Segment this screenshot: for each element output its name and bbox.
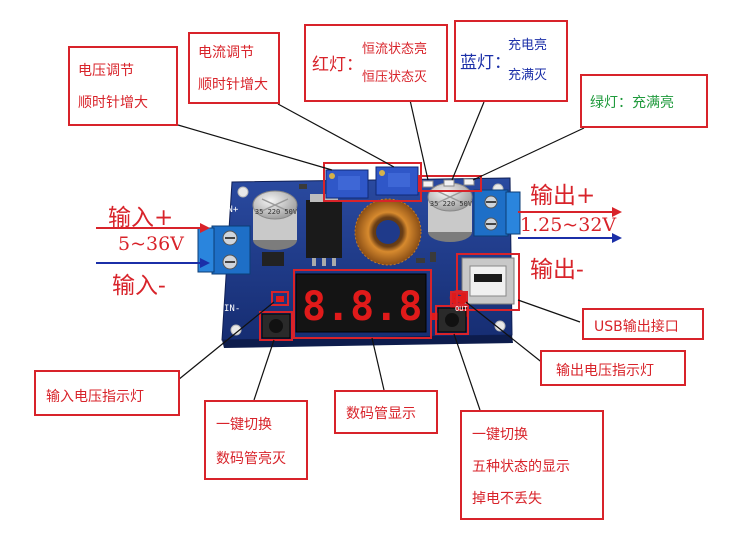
potentiometer-current-icon xyxy=(376,167,418,195)
cap-left-marking: 35 220 50V xyxy=(254,208,298,216)
input-led-icon xyxy=(276,296,284,302)
callout-output-indicator: 输出电压指示灯 xyxy=(540,350,686,386)
small-chip-icon xyxy=(262,252,284,266)
callout-button-right: 一键切换 五种状态的显示 掉电不丢失 xyxy=(460,410,604,520)
callout-button-right-line2: 五种状态的显示 xyxy=(472,456,570,476)
red-led-icon xyxy=(423,181,433,187)
callout-current-line2: 顺时针增大 xyxy=(198,74,268,94)
potentiometer-voltage-icon xyxy=(326,170,368,198)
callout-blue-led-line2: 充满灭 xyxy=(508,64,547,83)
green-led-icon xyxy=(464,179,474,185)
callout-input-indicator-text: 输入电压指示灯 xyxy=(46,386,144,406)
callout-green-led: 绿灯：充满亮 xyxy=(580,74,708,128)
callout-voltage-adjust: 电压调节 顺时针增大 xyxy=(68,46,178,126)
callout-red-led-title: 红灯： xyxy=(312,50,363,75)
output-minus-label: 输出- xyxy=(530,250,584,284)
output-terminal-icon xyxy=(474,190,520,236)
callout-voltage-line2: 顺时针增大 xyxy=(78,92,148,112)
output-range-label: 1.25~32V xyxy=(520,214,616,236)
capacitor-left-icon xyxy=(253,191,297,250)
input-terminal-icon xyxy=(198,226,250,274)
cap-right-marking: 35 220 50V xyxy=(429,200,473,208)
callout-red-led-line2: 恒压状态灭 xyxy=(362,66,427,85)
callout-blue-led-line1: 充电亮 xyxy=(508,34,547,53)
callout-current-adjust: 电流调节 顺时针增大 xyxy=(188,32,280,104)
callout-input-indicator: 输入电压指示灯 xyxy=(34,370,180,416)
callout-green-led-text: 绿灯：充满亮 xyxy=(590,92,674,112)
callout-button-left-line1: 一键切换 xyxy=(216,414,272,434)
callout-voltage-line1: 电压调节 xyxy=(78,60,134,80)
callout-blue-led-title: 蓝灯： xyxy=(460,48,511,73)
input-range-label: 5~36V xyxy=(118,233,184,255)
mount-hole-icon xyxy=(238,187,248,197)
callout-button-left: 一键切换 数码管亮灭 xyxy=(204,400,308,480)
input-minus-label: 输入- xyxy=(112,266,166,300)
callout-red-led-line1: 恒流状态亮 xyxy=(362,38,427,57)
regulator-ic-icon xyxy=(306,194,342,266)
blue-led-icon xyxy=(444,180,454,186)
silk-in-plus: IN+ xyxy=(222,205,238,215)
inductor-coil-icon xyxy=(355,199,421,265)
callout-display-text: 数码管显示 xyxy=(346,403,416,423)
callout-usb-text: USB输出接口 xyxy=(594,316,679,336)
callout-button-right-line1: 一键切换 xyxy=(472,424,528,444)
callout-usb-output: USB输出接口 xyxy=(582,308,704,340)
callout-output-indicator-text: 输出电压指示灯 xyxy=(556,360,654,380)
callout-button-right-line3: 掉电不丢失 xyxy=(472,488,542,508)
silk-out: OUT xyxy=(455,305,468,313)
callout-red-led: 红灯： 恒流状态亮 恒压状态灭 xyxy=(304,24,448,102)
output-plus-label: 输出+ xyxy=(530,176,595,210)
silk-in-minus: IN- xyxy=(224,304,240,314)
callout-blue-led: 蓝灯： 充电亮 充满灭 xyxy=(454,20,568,102)
callout-button-left-line2: 数码管亮灭 xyxy=(216,448,286,468)
input-plus-label: 输入+ xyxy=(108,198,173,232)
callout-display: 数码管显示 xyxy=(334,390,438,434)
button-left-icon xyxy=(262,314,290,338)
callout-current-line1: 电流调节 xyxy=(198,42,254,62)
